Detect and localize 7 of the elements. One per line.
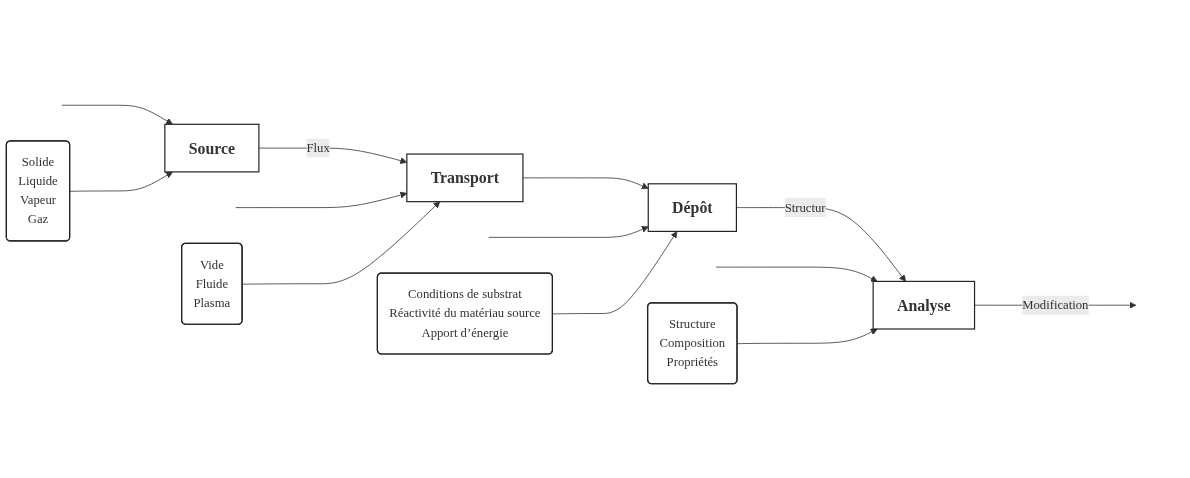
- edge-label: Flux: [306, 141, 330, 155]
- edge-label: Modification: [1022, 298, 1089, 312]
- node-box: Analyse: [872, 281, 976, 331]
- node-box: Source: [164, 124, 260, 173]
- edge-label: Structur: [784, 200, 826, 215]
- node-box: Dépôt: [647, 183, 737, 233]
- node-box: Transport: [406, 153, 524, 203]
